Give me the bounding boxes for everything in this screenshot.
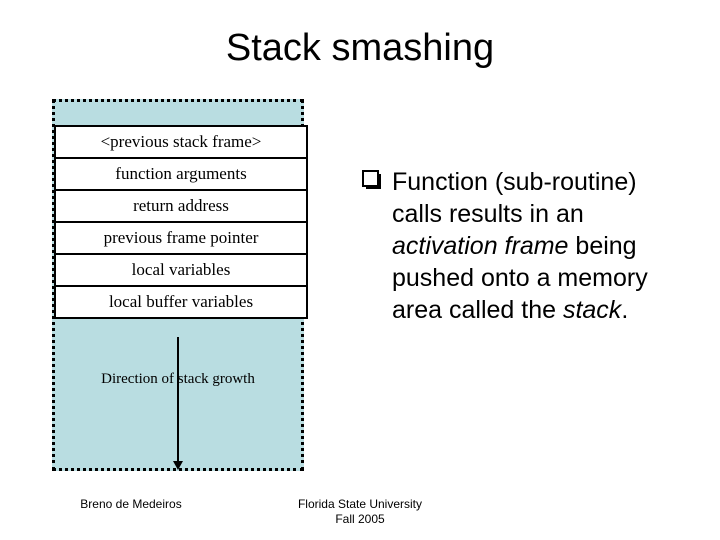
stack-row-previous-stack-frame: <previous stack frame> [54,125,308,159]
table-row: function arguments [54,157,308,191]
table-row: return address [54,189,308,223]
hollow-square-bullet-icon [362,170,379,187]
footer-term: Fall 2005 [335,512,385,526]
footer-institution-block: Florida State University Fall 2005 [250,497,470,527]
stack-row-local-buffer-variables: local buffer variables [54,285,308,319]
table-row: local variables [54,253,308,287]
list-item: Function (sub-routine) calls results in … [362,166,668,326]
footer-author: Breno de Medeiros [80,497,182,511]
stack-row-previous-frame-pointer: previous frame pointer [54,221,308,255]
page-title: Stack smashing [225,27,495,69]
stack-row-function-arguments: function arguments [54,157,308,191]
bullet-item-label: Function (sub-routine) calls results in … [392,168,648,324]
table-row: <previous stack frame> [54,125,308,159]
table-row: previous frame pointer [54,221,308,255]
stack-growth-caption: Direction of stack growth [101,371,255,387]
stack-frame-table: <previous stack frame> function argument… [54,125,308,319]
bullet-list: Function (sub-routine) calls results in … [362,166,668,326]
stack-growth-arrow-line [177,337,179,465]
stack-row-local-variables: local variables [54,253,308,287]
table-row: local buffer variables [54,285,308,319]
footer-institution: Florida State University [297,497,423,511]
arrow-down-icon [173,461,183,470]
stack-row-return-address: return address [54,189,308,223]
